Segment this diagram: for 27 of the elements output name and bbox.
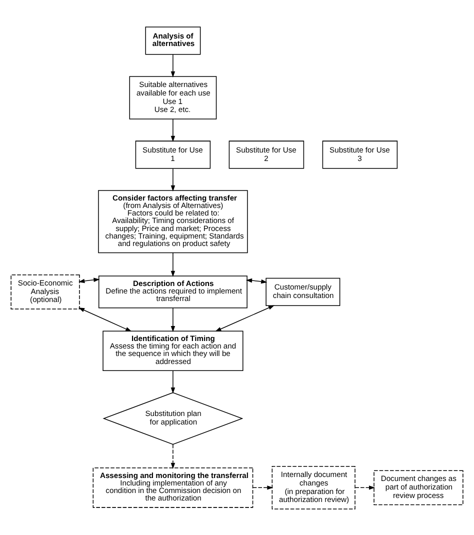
node-box: Substitute for Use 2 — [228, 140, 304, 168]
node-box: Substitute for Use 1 — [135, 140, 211, 168]
node-box: Analysis of alternatives — [145, 26, 201, 54]
arrow — [170, 444, 176, 468]
arrow — [246, 278, 268, 284]
node-box: Socio-Economic Analysis (optional) — [10, 274, 80, 309]
node-box: Identification of Timing Assess the timing for each action and the sequence in which they will be addressed — [102, 330, 244, 370]
node-box: Suitable alternatives available for each use Use 1 Use 2, etc. — [129, 76, 217, 119]
arrow — [170, 252, 176, 276]
node-box: Substitute for Use 3 — [322, 140, 398, 168]
node-box: Assessing and monitoring the transferral Including implementation of any condition in the Commission decision on the authorization — [92, 467, 254, 508]
node-diamond: Substitution plan for application — [102, 392, 244, 444]
arrow — [170, 307, 176, 332]
arrow — [170, 118, 176, 142]
arrow — [170, 168, 176, 192]
node-box: Internally document changes (in preparation for authorization review) — [272, 466, 356, 509]
arrow — [215, 304, 274, 331]
arrow — [354, 485, 376, 490]
node-box: Document changes as part of authorization review process — [374, 470, 464, 505]
arrow — [170, 54, 176, 77]
arrow — [252, 485, 274, 490]
arrow — [170, 370, 176, 394]
arrow — [78, 307, 132, 332]
arrow — [78, 277, 100, 283]
node-box: Description of Actions Define the actions required to implement transferral — [98, 275, 248, 308]
node-box: Customer/supply chain consultation — [266, 277, 340, 306]
node-box: Consider factors affecting transfer (from Analysis of Alternatives) Factors could be related to: Availability; Timing considerations of supply; Price and market; Process changes; Training, equipment; Standards and regulations on product safety — [98, 190, 248, 253]
